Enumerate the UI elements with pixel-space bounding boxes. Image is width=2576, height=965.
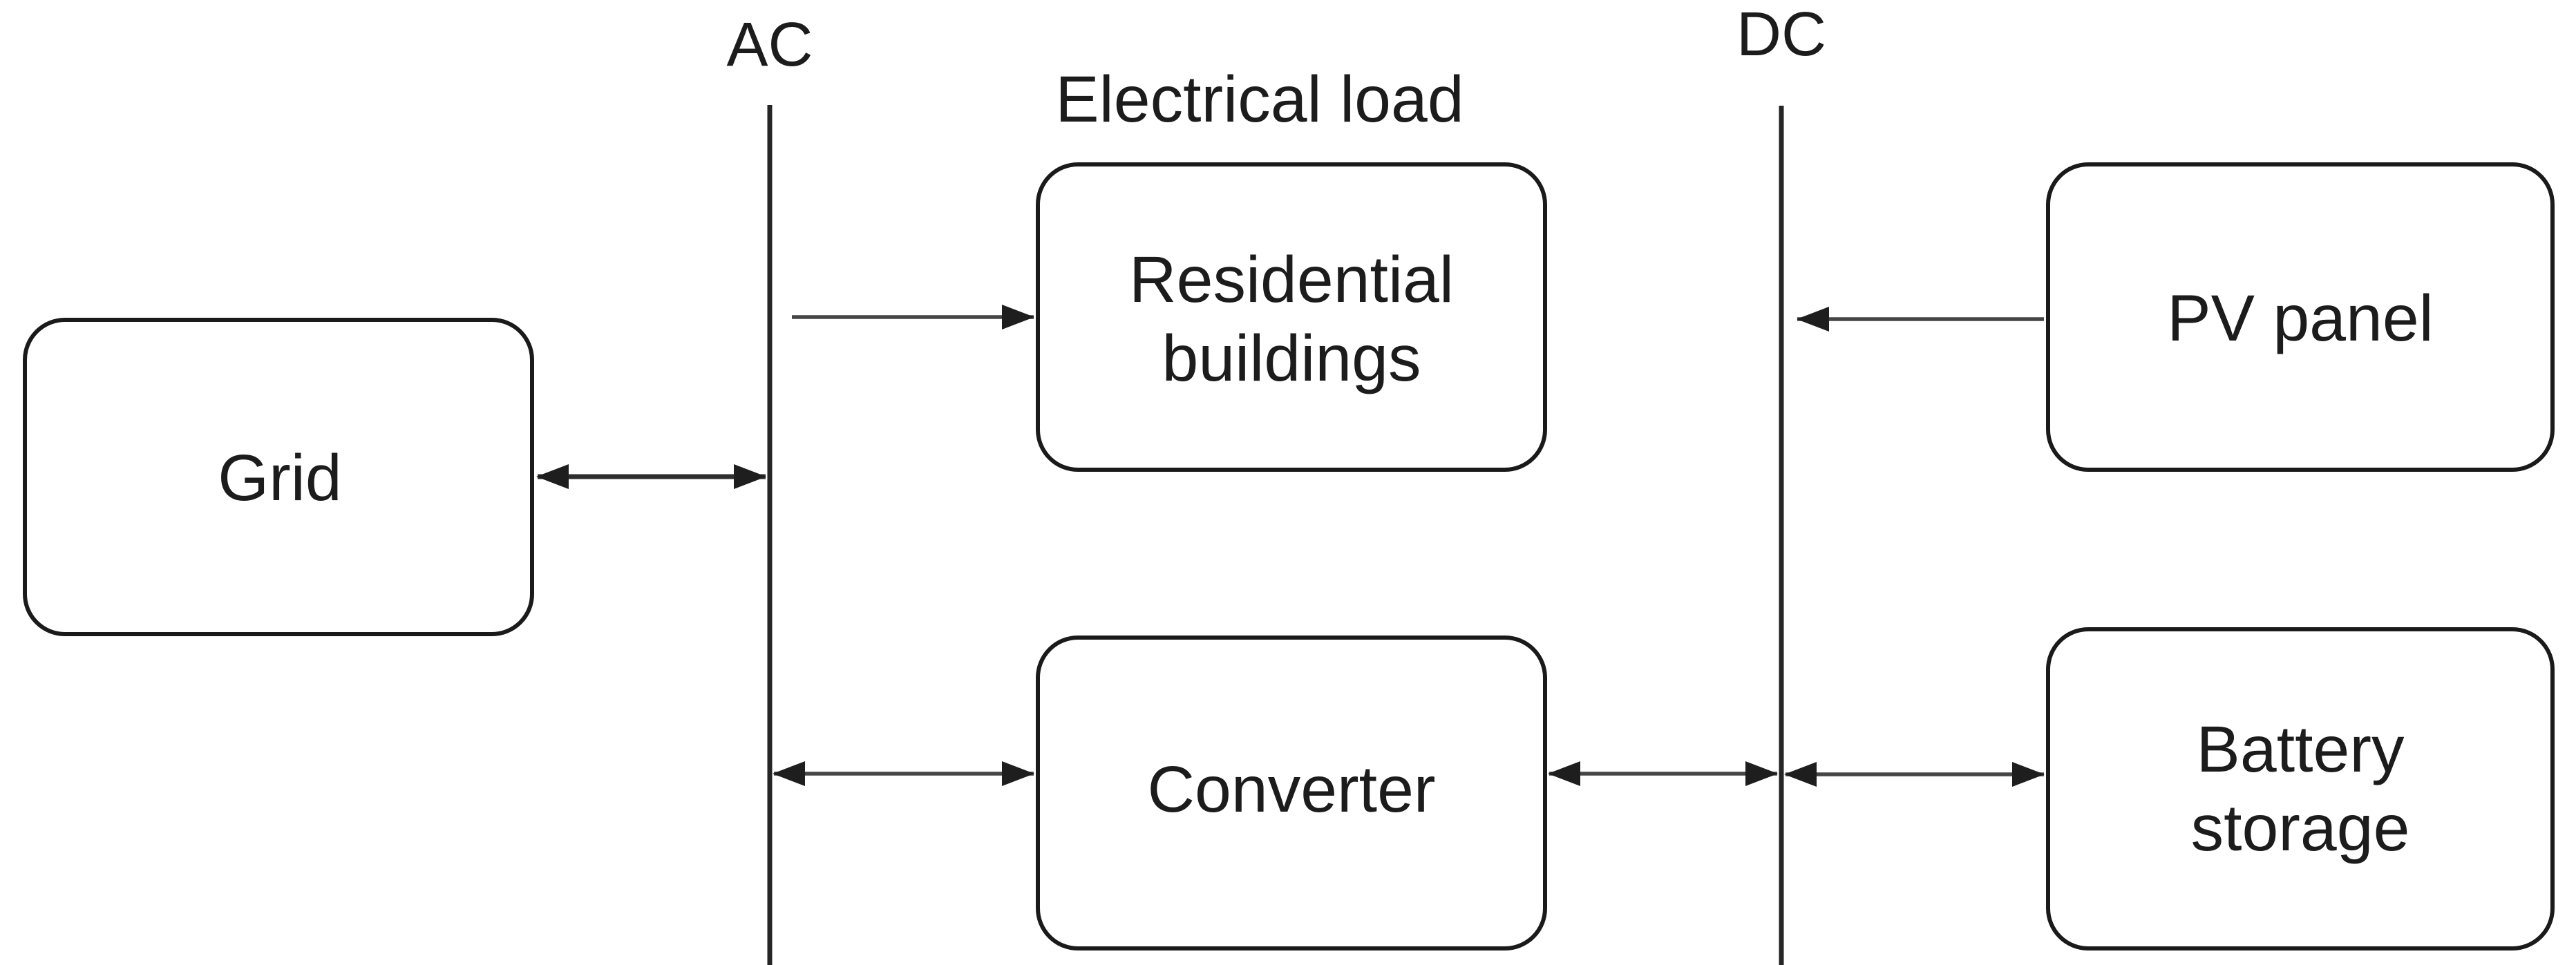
residential-node-label-line2: buildings [1162, 322, 1421, 395]
residential-node-box [1036, 162, 1547, 472]
battery-node-label-line2: storage [2191, 792, 2410, 865]
grid-node-box [23, 318, 534, 636]
residential-node-label-line1: Residential [1129, 243, 1454, 316]
dc-bus-label: DC [1736, 0, 1826, 69]
pv-panel-node-box [2046, 162, 2555, 472]
grid-node-label: Grid [218, 441, 341, 515]
electrical-load-caption: Electrical load [1055, 63, 1464, 136]
converter-node-box [1036, 636, 1547, 950]
battery-node-box [2046, 627, 2555, 950]
converter-node-label: Converter [1147, 753, 1435, 826]
ac-bus-label: AC [726, 10, 813, 79]
battery-node-label-line1: Battery [2197, 713, 2405, 786]
pv-panel-node-label: PV panel [2167, 282, 2434, 355]
